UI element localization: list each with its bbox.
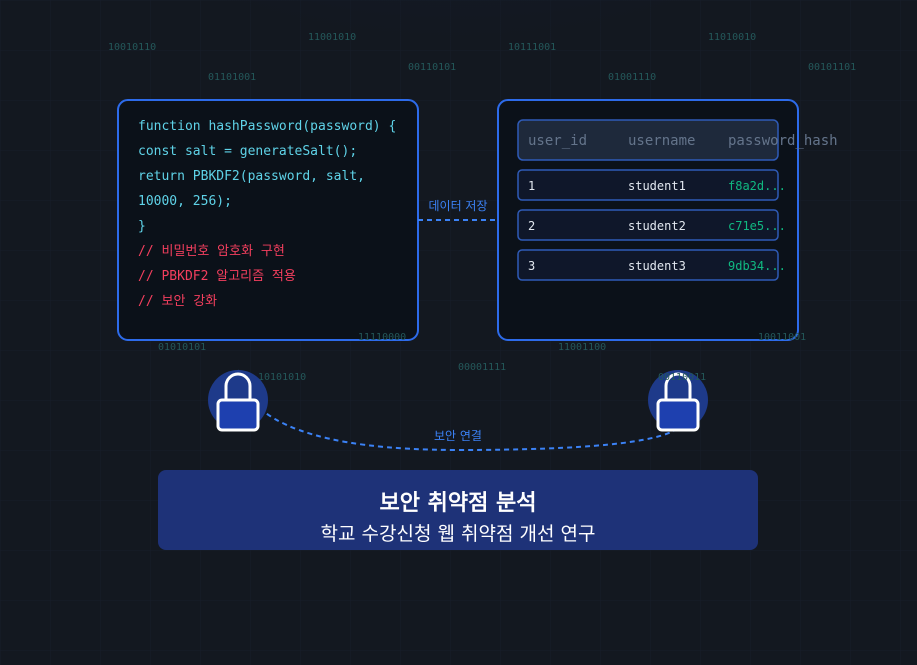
table-header xyxy=(517,119,779,161)
code-line: const salt = generateSalt(); xyxy=(138,144,357,159)
connector-label: 데이터 저장 xyxy=(428,199,487,213)
binary-string: 11001010 xyxy=(308,32,356,43)
database-table: user_id username password_hash 1 student1… xyxy=(497,99,838,341)
header-user-id: user_id xyxy=(528,133,587,149)
banner-title: 보안 취약점 분석 xyxy=(380,491,537,516)
banner-subtitle: 학교 수강신청 웹 취약점 개선 연구 xyxy=(321,523,596,545)
binary-string: 01001110 xyxy=(608,72,656,83)
cell-user-id: 3 xyxy=(528,259,535,273)
code-line: 10000, 256); xyxy=(138,194,232,209)
binary-string: 00110101 xyxy=(408,62,456,73)
code-comment: // PBKDF2 알고리즘 적용 xyxy=(138,269,296,284)
code-panel: function hashPassword(password) { const s… xyxy=(117,99,419,341)
binary-string: 00101101 xyxy=(808,62,856,73)
table-row: 3 student3 9db34... xyxy=(517,249,786,281)
binary-string: 10010110 xyxy=(108,42,156,53)
data-store-connector: 데이터 저장 xyxy=(418,199,498,221)
binary-string: 11110000 xyxy=(358,332,406,343)
lock-icon xyxy=(208,370,268,432)
cell-user-id: 1 xyxy=(528,179,535,193)
code-comment: // 보안 강화 xyxy=(138,294,217,309)
code-comment: // 비밀번호 암호화 구현 xyxy=(138,244,285,259)
lock-icon xyxy=(648,370,708,432)
binary-string: 00110011 xyxy=(658,372,706,383)
binary-string: 11010010 xyxy=(708,32,756,43)
header-password-hash: password_hash xyxy=(728,133,838,149)
background-binary: 10010110 11001010 10111001 11010010 01101001… xyxy=(108,32,856,383)
security-link-label: 보안 연결 xyxy=(434,429,482,443)
binary-string: 11001100 xyxy=(558,342,606,353)
binary-string: 10011001 xyxy=(758,332,806,343)
cell-username: student3 xyxy=(628,259,686,273)
cell-password-hash: f8a2d... xyxy=(728,179,786,193)
table-row: 2 student2 c71e5... xyxy=(517,209,786,241)
binary-string: 00001111 xyxy=(458,362,506,373)
code-line: function hashPassword(password) { xyxy=(138,119,396,134)
header-username: username xyxy=(628,133,695,149)
cell-password-hash: c71e5... xyxy=(728,219,786,233)
binary-string: 01101001 xyxy=(208,72,256,83)
cell-user-id: 2 xyxy=(528,219,535,233)
code-line: return PBKDF2(password, salt, xyxy=(138,169,365,184)
binary-string: 10111001 xyxy=(508,42,556,53)
cell-password-hash: 9db34... xyxy=(728,259,786,273)
title-banner: 보안 취약점 분석 학교 수강신청 웹 취약점 개선 연구 xyxy=(158,470,758,550)
cell-username: student2 xyxy=(628,219,686,233)
cell-username: student1 xyxy=(628,179,686,193)
binary-string: 10101010 xyxy=(258,372,306,383)
code-line: } xyxy=(138,219,146,234)
table-row: 1 student1 f8a2d... xyxy=(517,169,786,201)
binary-string: 01010101 xyxy=(158,342,206,353)
